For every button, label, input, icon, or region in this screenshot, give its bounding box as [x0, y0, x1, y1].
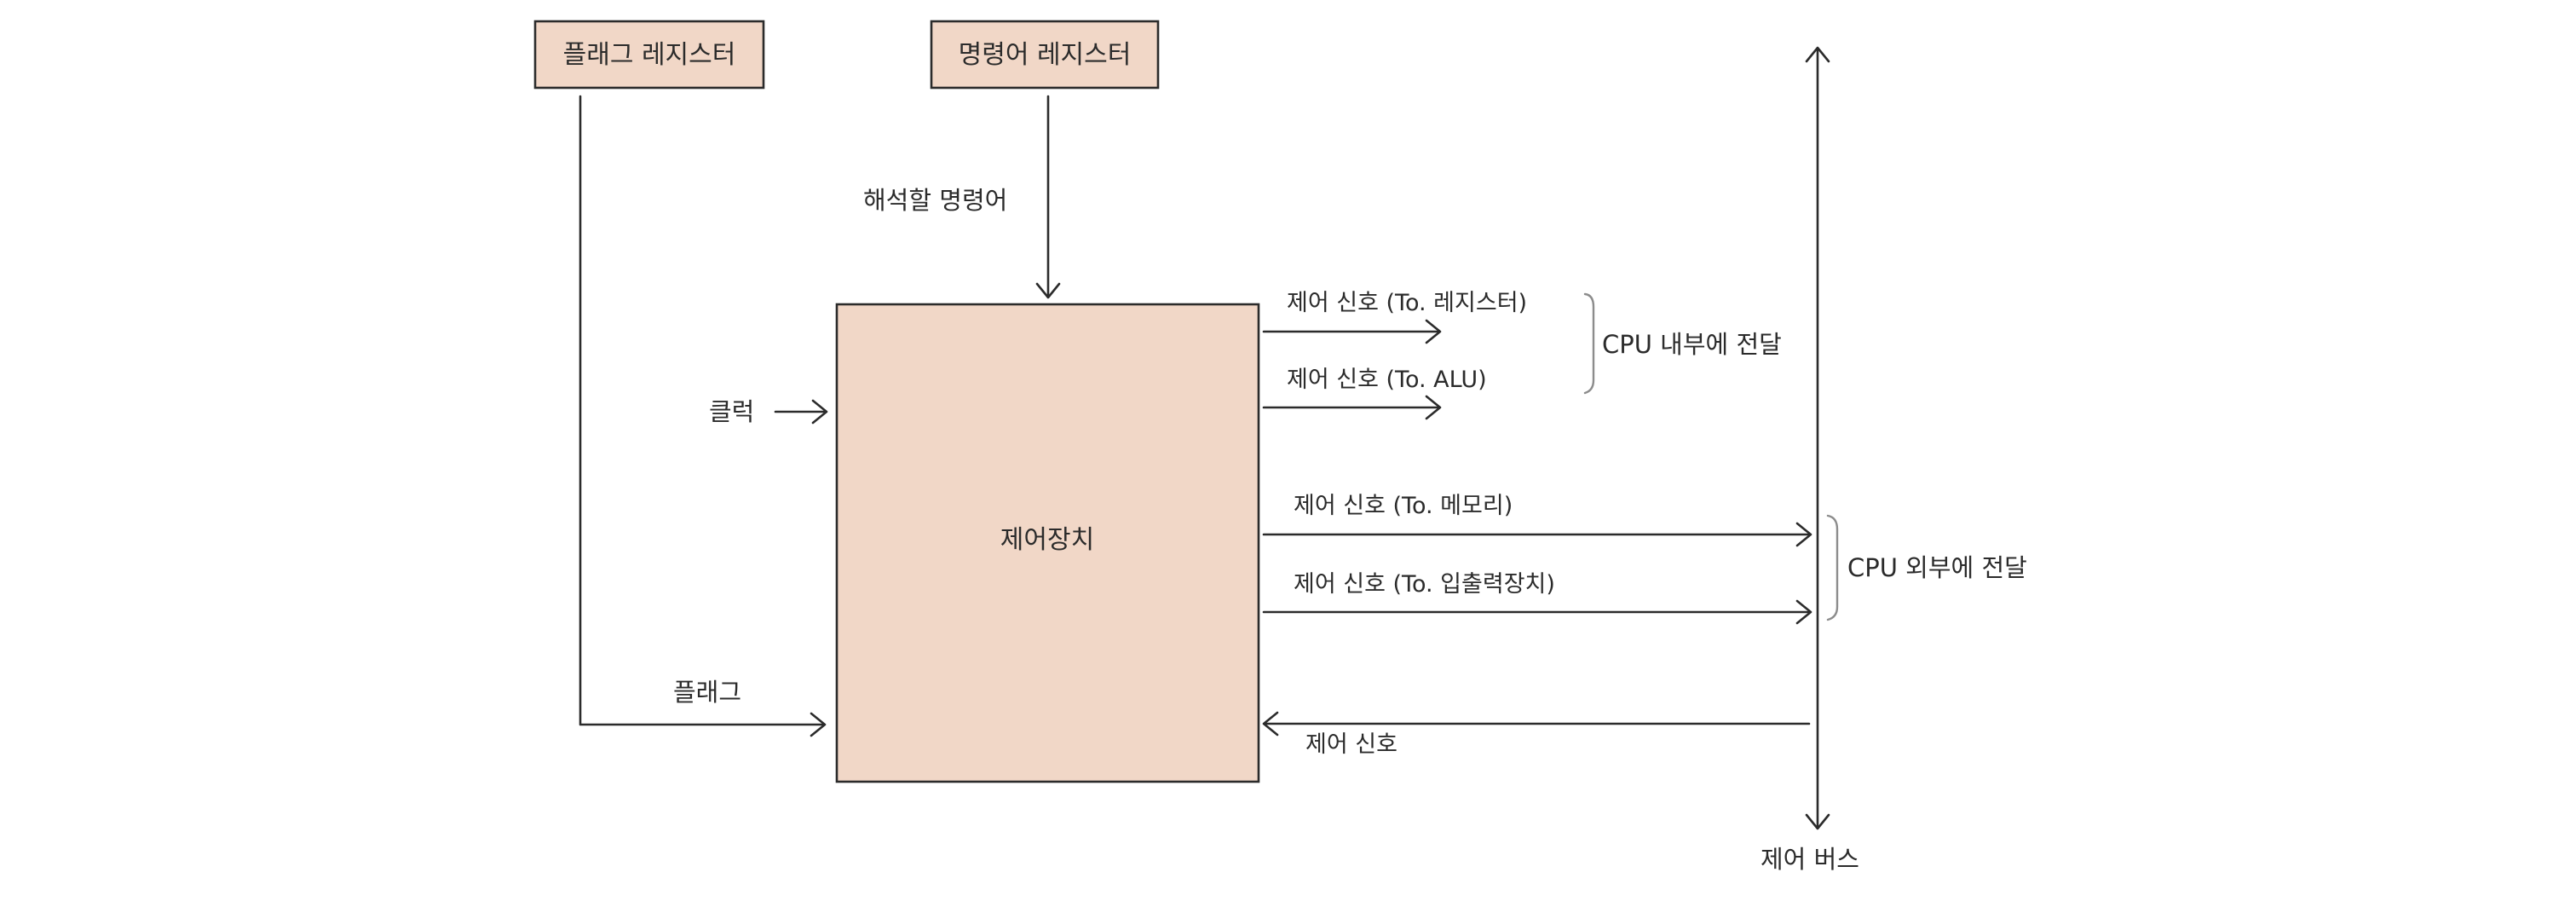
instruction-arrowhead	[1035, 282, 1061, 299]
control-signal-in: 제어 신호	[1262, 711, 1811, 758]
cpu-external-brace	[1826, 514, 1839, 621]
to-memory-label: 제어 신호 (To. 메모리)	[1294, 493, 1513, 519]
control-signal-in-label: 제어 신호	[1305, 731, 1397, 758]
flag-register-label: 플래그 레지스터	[563, 40, 736, 70]
to-alu-label: 제어 신호 (To. ALU)	[1287, 367, 1487, 393]
to-io-label: 제어 신호 (To. 입출력장치)	[1294, 571, 1555, 598]
to-register-arrowhead	[1425, 319, 1442, 344]
clock-connector: 클럭	[709, 397, 828, 426]
instruction-connector: 해석할 명령어	[863, 95, 1061, 299]
control-unit-label: 제어장치	[1000, 525, 1094, 555]
to-alu-arrowhead	[1425, 395, 1442, 420]
to-register-label: 제어 신호 (To. 레지스터)	[1287, 290, 1527, 316]
cpu-external-label: CPU 외부에 전달	[1847, 553, 2027, 582]
flag-register-box	[533, 20, 765, 90]
control-bus-label: 제어 버스	[1761, 845, 1859, 874]
to-io-arrowhead	[1795, 599, 1812, 625]
flag-connector: 플래그	[579, 95, 827, 737]
instruction-register-box	[930, 20, 1160, 90]
control-unit-node: 제어장치	[835, 303, 1260, 783]
clock-label: 클럭	[709, 397, 754, 426]
flag-connector-line	[579, 95, 825, 726]
output-to-register: 제어 신호 (To. 레지스터)	[1262, 290, 1527, 344]
control-bus-arrowhead-top	[1805, 46, 1830, 63]
cpu-external-group: CPU 외부에 전달	[1826, 514, 2027, 621]
flag-arrowhead	[810, 712, 827, 737]
output-to-memory: 제어 신호 (To. 메모리)	[1262, 493, 1812, 547]
flag-label: 플래그	[673, 678, 741, 707]
instruction-to-decode-label: 해석할 명령어	[863, 186, 1007, 215]
cpu-internal-group: CPU 내부에 전달	[1583, 292, 1782, 395]
flag-register-node: 플래그 레지스터	[533, 20, 765, 90]
control-signal-in-arrowhead	[1262, 711, 1279, 737]
clock-arrowhead	[811, 399, 828, 425]
control-bus-arrowhead-bottom	[1805, 813, 1830, 830]
output-to-alu: 제어 신호 (To. ALU)	[1262, 367, 1487, 420]
instruction-register-node: 명령어 레지스터	[930, 20, 1160, 90]
cpu-internal-brace	[1583, 292, 1595, 395]
control-bus: 제어 버스	[1761, 46, 1859, 874]
control-unit-box	[835, 303, 1260, 783]
instruction-register-label: 명령어 레지스터	[959, 40, 1132, 70]
to-memory-arrowhead	[1795, 522, 1812, 547]
cpu-internal-label: CPU 내부에 전달	[1602, 330, 1782, 359]
output-to-io: 제어 신호 (To. 입출력장치)	[1262, 571, 1812, 625]
